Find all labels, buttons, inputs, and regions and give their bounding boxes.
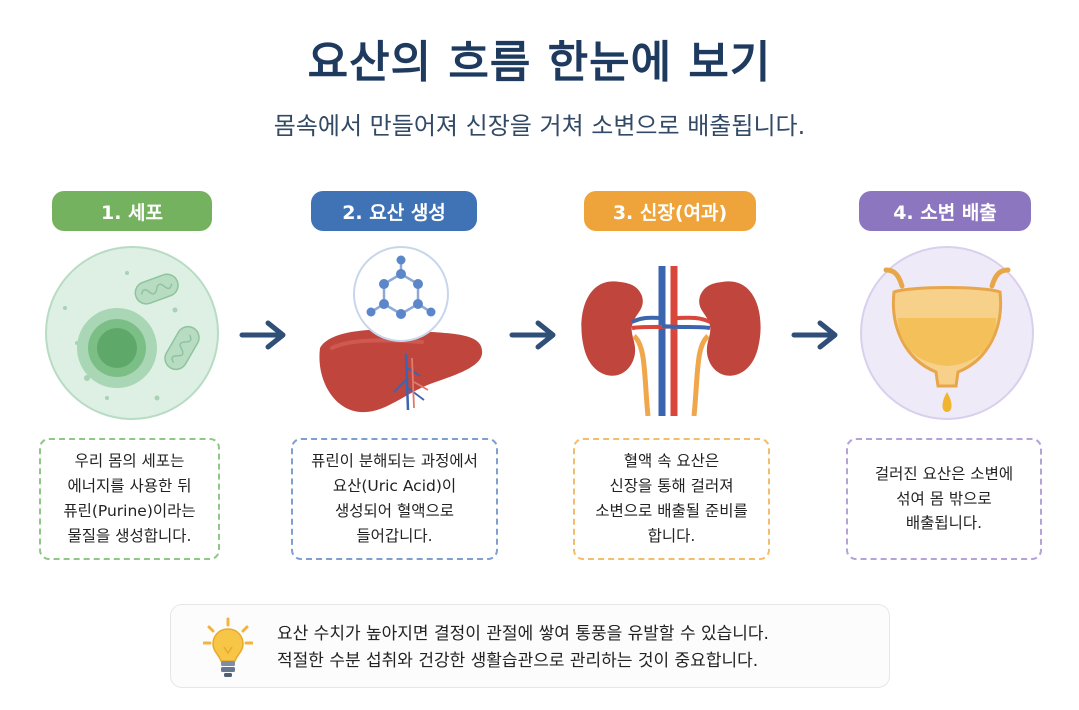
step-description-4: 걸러진 요산은 소변에 섞여 몸 밖으로 배출됩니다. [846,438,1042,560]
desc-line: 물질을 생성합니다. [67,526,192,545]
desc-line: 배출됩니다. [905,514,983,533]
desc-line: 걸러진 요산은 소변에 [874,464,1014,483]
desc-line: 생성되어 혈액으로 [334,502,454,520]
step-badge-2: 2. 요산 생성 [311,191,477,231]
step-badge-3: 3. 신장(여과) [584,191,756,231]
molecule-icon [366,255,436,319]
arrow-right-icon [239,320,286,350]
desc-line: 퓨린(Purine)이라는 [63,502,196,520]
arrow-right-icon [791,320,838,350]
step-description-2: 퓨린이 분해되는 과정에서 요산(Uric Acid)이 생성되어 혈액으로 들… [291,438,498,560]
step-badge-4: 4. 소변 배출 [859,191,1031,231]
desc-line: 합니다. [647,526,696,545]
desc-line: 혈액 속 요산은 [623,452,720,471]
desc-line: 들어갑니다. [356,526,433,545]
tip-line: 적절한 수분 섭취와 건강한 생활습관으로 관리하는 것이 중요합니다. [277,651,759,672]
page-subtitle: 몸속에서 만들어져 신장을 거쳐 소변으로 배출됩니다. [273,112,806,140]
page-title: 요산의 흐름 한눈에 보기 [307,37,772,88]
desc-line: 에너지를 사용한 뒤 [67,477,192,496]
bladder-illustration [860,246,1034,420]
step-badge-1: 1. 세포 [52,191,212,231]
desc-line: 퓨린이 분해되는 과정에서 [311,452,478,471]
desc-line: 신장을 통해 걸러져 [609,477,734,496]
desc-line: 소변으로 배출될 준비를 [595,502,748,520]
kidney-icon [581,266,761,416]
tip-text: 요산 수치가 높아지면 결정이 관절에 쌓여 통풍을 유발할 수 있습니다. 적… [277,621,769,675]
step-description-1: 우리 몸의 세포는 에너지를 사용한 뒤 퓨린(Purine)이라는 물질을 생… [39,438,220,560]
tip-line: 요산 수치가 높아지면 결정이 관절에 쌓여 통풍을 유발할 수 있습니다. [277,624,769,644]
desc-line: 우리 몸의 세포는 [74,452,185,471]
tip-box: 요산 수치가 높아지면 결정이 관절에 쌓여 통풍을 유발할 수 있습니다. 적… [170,604,890,688]
molecule-illustration [353,246,449,342]
arrow-right-icon [509,320,556,350]
desc-line: 요산(Uric Acid)이 [332,477,457,496]
lightbulb-icon [203,617,253,677]
step-description-3: 혈액 속 요산은 신장을 통해 걸러져 소변으로 배출될 준비를 합니다. [573,438,770,560]
cell-illustration [45,246,219,420]
desc-line: 섞여 몸 밖으로 [896,489,992,508]
bladder-icon [883,267,1011,412]
cell-icon [63,271,200,401]
